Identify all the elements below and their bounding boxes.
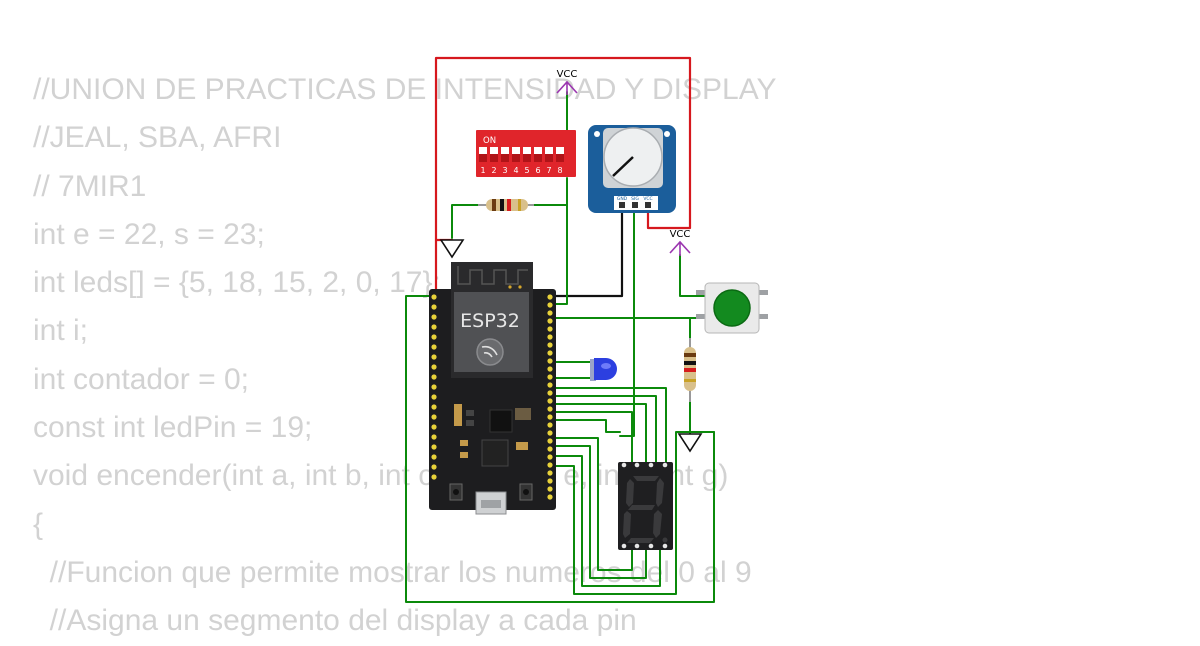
- potentiometer[interactable]: GND SIG VCC: [588, 125, 676, 213]
- vcc-label-top: VCC: [557, 69, 578, 80]
- circuit-diagram: VCC VCC ON 1 2 3 4 5 6 7: [405, 56, 768, 603]
- vcc-label-right: VCC: [670, 229, 691, 240]
- pot-pin-label: VCC: [643, 196, 652, 202]
- wire-green-button-vcc: [679, 254, 709, 297]
- vcc-symbol-right: VCC: [669, 229, 691, 256]
- code-line: int i;: [33, 314, 89, 348]
- resistor-horizontal[interactable]: [478, 199, 534, 211]
- dip-number: 5: [524, 166, 529, 175]
- dip-switch[interactable]: ON 1 2 3 4 5 6 7 8: [476, 130, 576, 177]
- wire-green-res-gnd: [451, 204, 481, 239]
- wire-green-seg9: [544, 431, 715, 595]
- code-line: const int ledPin = 19;: [33, 411, 313, 445]
- dip-on-label: ON: [483, 136, 496, 146]
- espressif-logo-icon: [476, 338, 504, 366]
- board-label: ESP32: [460, 310, 520, 332]
- pot-pin-label: GND: [617, 196, 628, 202]
- dip-number: 8: [557, 166, 562, 175]
- code-line: //JEAL, SBA, AFRI: [33, 121, 282, 155]
- code-line: //UNION DE PRACTICAS DE INTENSIDAD Y DIS…: [33, 73, 777, 106]
- code-line: int contador = 0;: [33, 362, 249, 396]
- wire-green-seg2: [544, 395, 657, 463]
- dip-number: 2: [491, 166, 496, 175]
- esp32-board[interactable]: ESP32: [429, 262, 556, 515]
- vcc-symbol-top: VCC: [556, 69, 578, 95]
- ground-symbol-left: [439, 239, 465, 259]
- wire-green-seg5: [544, 419, 621, 433]
- wire-black-pot-gnd: [542, 202, 624, 298]
- wire-green-seg3: [544, 403, 647, 463]
- pushbutton[interactable]: [696, 282, 768, 334]
- resistor-vertical[interactable]: [684, 338, 696, 402]
- wire-green-dip-res: [531, 177, 568, 206]
- wire-green-pot-sig: [619, 203, 635, 437]
- dip-number: 4: [513, 166, 518, 175]
- wire-green-seg6: [544, 437, 633, 571]
- blue-led[interactable]: [590, 358, 617, 381]
- wire-green-gnd-loop: [405, 295, 715, 603]
- dip-number: 1: [480, 166, 485, 175]
- wire-green-seg7: [544, 445, 647, 579]
- dip-number: 6: [535, 166, 540, 175]
- code-line: {: [33, 507, 44, 541]
- wire-green-seg8: [544, 455, 661, 587]
- seven-segment-display: [618, 462, 673, 550]
- pot-pin-label: SIG: [631, 196, 639, 202]
- wire-green-seg1: [544, 387, 667, 463]
- ground-symbol-right: [677, 433, 703, 453]
- code-line: int e = 22, s = 23;: [33, 217, 265, 251]
- wire-green-seg4: [544, 411, 633, 463]
- dip-number: 3: [502, 166, 507, 175]
- code-line: // 7MIR1: [33, 169, 147, 203]
- dip-number: 7: [546, 166, 551, 175]
